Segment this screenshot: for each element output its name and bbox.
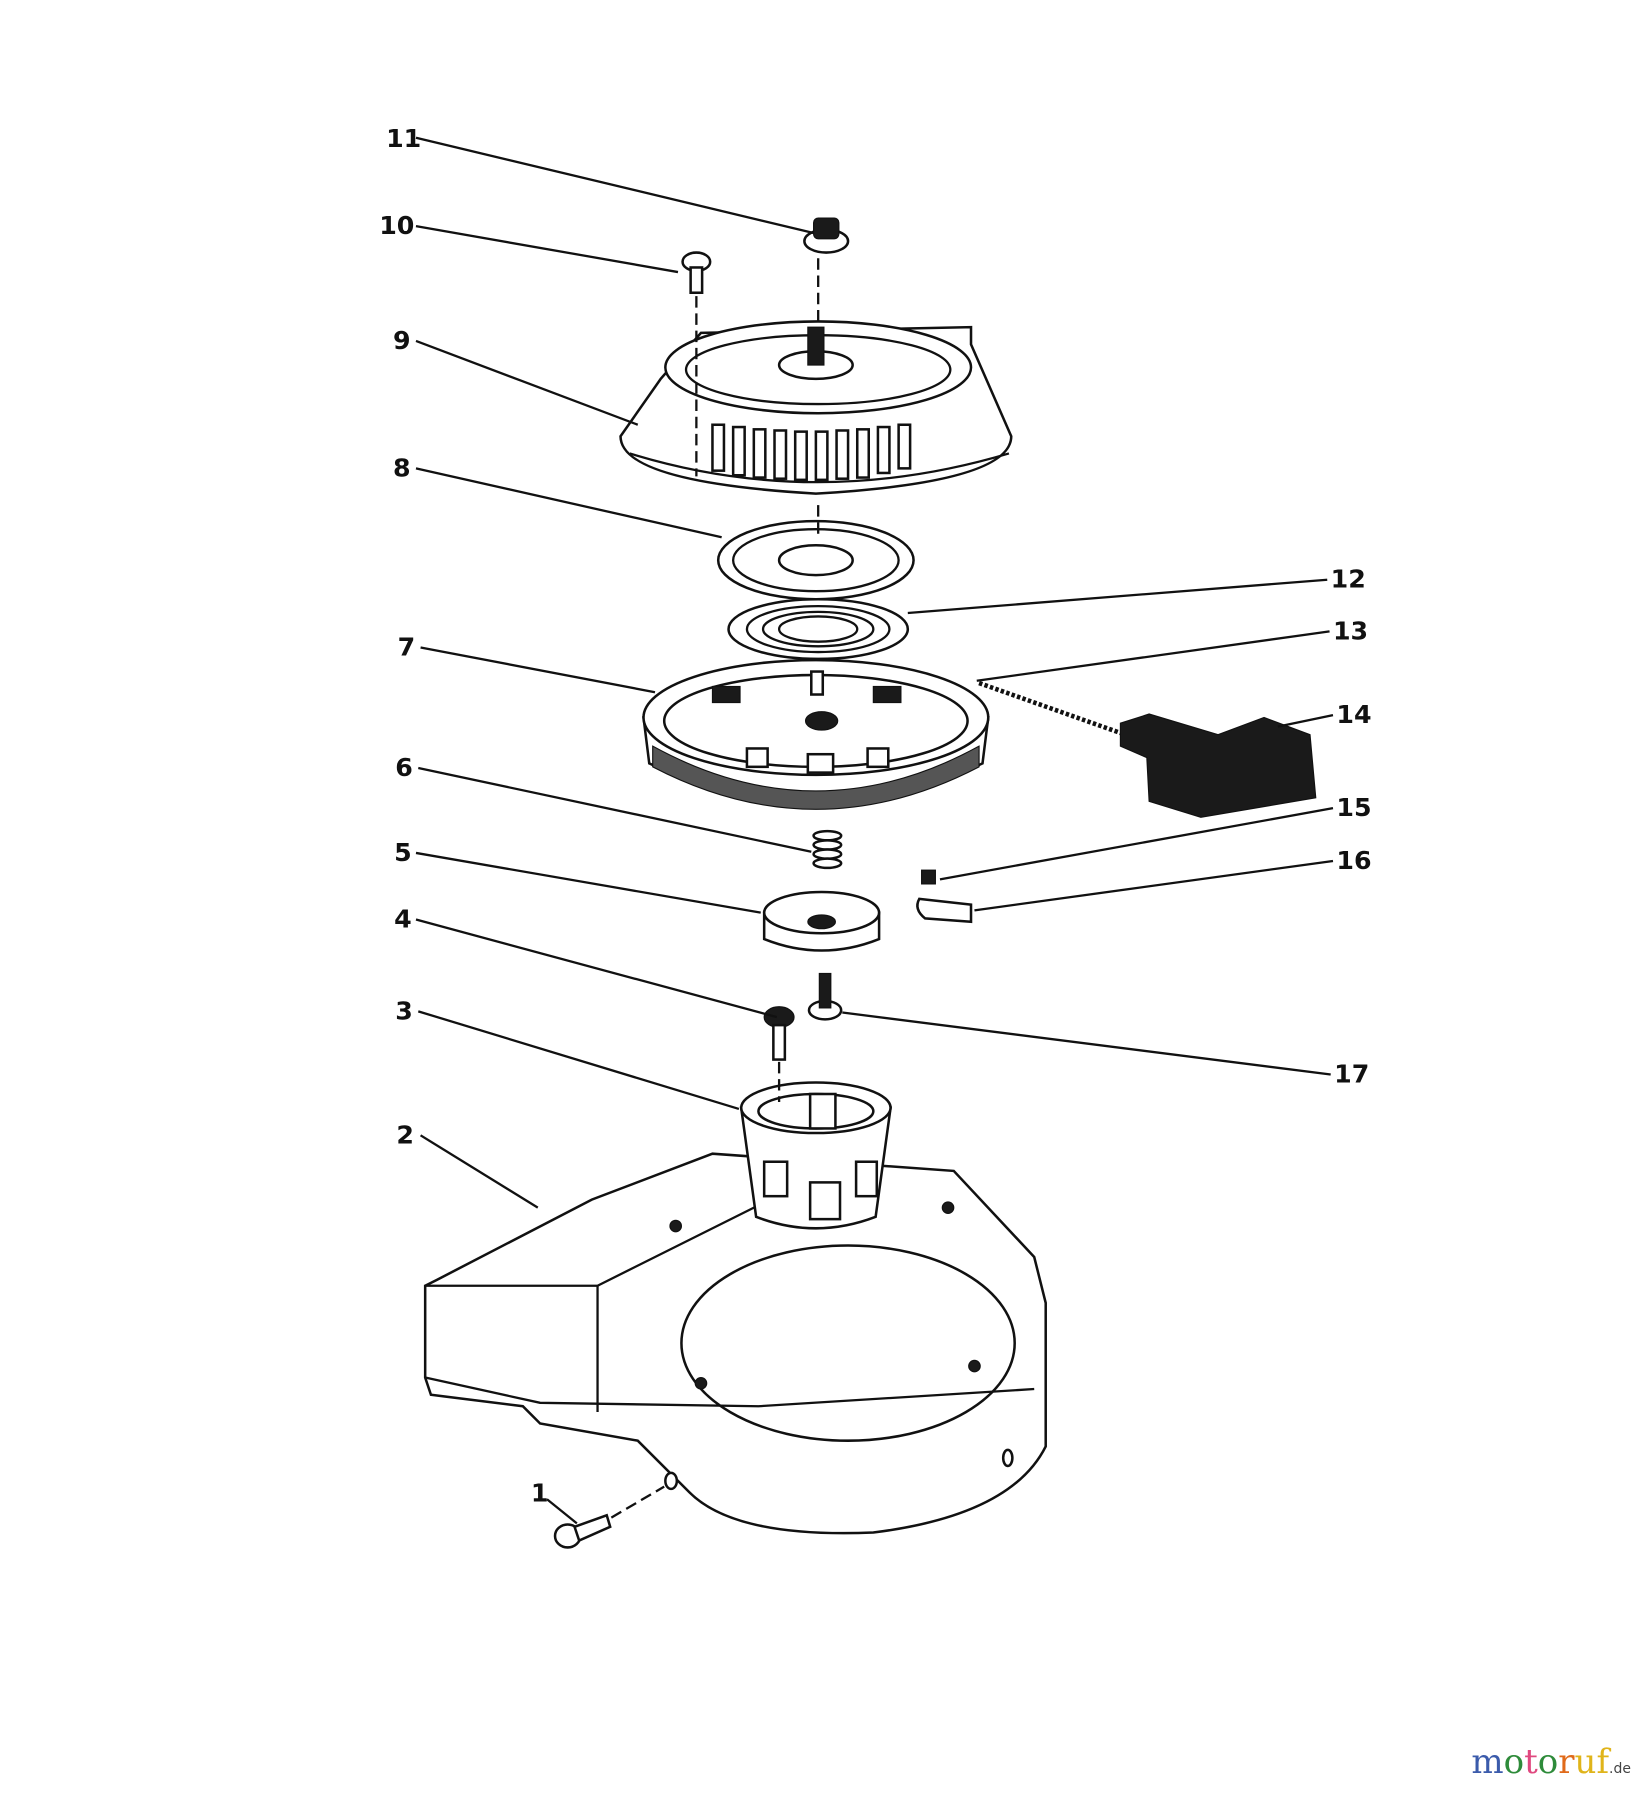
- part-9-starter-housing: [619, 320, 1013, 495]
- callout-7: 7: [398, 632, 416, 661]
- part-10-screw: [681, 251, 712, 294]
- watermark-letter: o: [1537, 1742, 1559, 1782]
- watermark-letter: u: [1574, 1742, 1597, 1782]
- part-4-bolt: [763, 1006, 795, 1061]
- callout-8: 8: [393, 453, 411, 482]
- callout-14: 14: [1336, 700, 1371, 729]
- callout-6: 6: [395, 753, 413, 782]
- watermark-logo: motoruf.de: [1471, 1742, 1631, 1782]
- part-11-nut: [803, 217, 850, 254]
- part-1-screw: [553, 1513, 612, 1549]
- callout-13: 13: [1333, 616, 1368, 645]
- callout-3: 3: [395, 996, 413, 1025]
- part-2-blower-housing: [423, 1152, 1047, 1535]
- part-8-spring-retainer: [716, 519, 915, 601]
- part-15-spring-clip: [921, 869, 936, 885]
- watermark-letter: m: [1471, 1742, 1504, 1782]
- callout-11: 11: [386, 124, 421, 153]
- watermark-suffix: .de: [1609, 1761, 1631, 1777]
- part-16-pawl-clip: [916, 897, 973, 924]
- watermark-letter: t: [1524, 1742, 1538, 1782]
- part-3-starter-cup: [739, 1081, 893, 1230]
- watermark-letter: r: [1558, 1742, 1575, 1782]
- watermark-letter: f: [1596, 1742, 1610, 1782]
- callout-15: 15: [1336, 793, 1371, 822]
- callout-12: 12: [1331, 565, 1366, 594]
- part-17-screw: [807, 972, 843, 1021]
- watermark-letter: o: [1503, 1742, 1525, 1782]
- part-7-pulley: [642, 658, 990, 810]
- part-13-rope: [978, 680, 1133, 740]
- callout-16: 16: [1336, 846, 1371, 875]
- vent-slots: [711, 423, 912, 482]
- callout-4: 4: [394, 905, 412, 934]
- part-5-pawl: [762, 890, 881, 952]
- part-14-handle: [1119, 713, 1317, 818]
- callout-5: 5: [394, 838, 412, 867]
- callout-1: 1: [531, 1479, 549, 1508]
- leader-lines: [415, 136, 1334, 1525]
- callout-2: 2: [396, 1120, 414, 1149]
- callout-10: 10: [379, 211, 414, 240]
- watermark-text: motoruf: [1471, 1742, 1609, 1782]
- part-6-spring: [812, 829, 843, 870]
- part-12-recoil-spring: [727, 597, 910, 661]
- callout-17: 17: [1334, 1060, 1369, 1089]
- callout-9: 9: [393, 326, 411, 355]
